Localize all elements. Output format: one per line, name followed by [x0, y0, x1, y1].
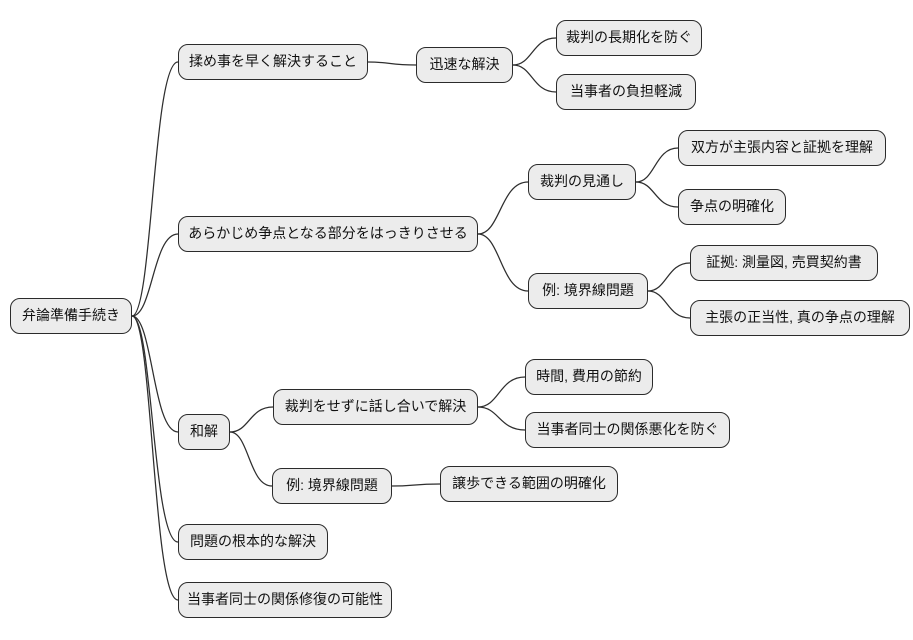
- node-example-boundary-dispute-1: 例: 境界線問題: [528, 273, 648, 309]
- node-possibility-of-repairing-relations: 当事者同士の関係修復の可能性: [178, 582, 392, 618]
- node-both-sides-understand-claims-evidence: 双方が主張内容と証拠を理解: [678, 130, 886, 166]
- edge-trial-outlook--both-sides-understand-claims-evidence: [635, 147, 679, 183]
- node-clarify-issues-in-advance: あらかじめ争点となる部分をはっきりさせる: [178, 216, 478, 252]
- node-clarify-concession-range: 譲歩できる範囲の明確化: [440, 466, 618, 502]
- edge-preparatory-proceedings--possibility-of-repairing-relations: [131, 315, 179, 601]
- node-example-boundary-dispute-2: 例: 境界線問題: [272, 468, 392, 504]
- node-resolve-by-discussion: 裁判をせずに話し合いで解決: [273, 389, 478, 425]
- node-reduce-party-burden: 当事者の負担軽減: [556, 74, 696, 110]
- node-prevent-relationship-deterioration: 当事者同士の関係悪化を防ぐ: [525, 412, 730, 448]
- edge-preparatory-proceedings--clarify-issues-in-advance: [131, 233, 179, 317]
- edge-resolve-disputes-quickly--swift-resolution: [367, 61, 417, 66]
- edge-clarify-issues-in-advance--trial-outlook: [477, 181, 529, 235]
- edge-example-boundary-dispute-1--evidence-survey-map-contract: [647, 262, 691, 292]
- edge-settlement--example-boundary-dispute-2: [229, 431, 273, 487]
- edge-example-boundary-dispute-1--claim-legitimacy-true-issues: [647, 290, 691, 319]
- edge-example-boundary-dispute-2--clarify-concession-range: [391, 483, 441, 487]
- node-issue-clarification: 争点の明確化: [678, 189, 786, 225]
- edge-clarify-issues-in-advance--example-boundary-dispute-1: [477, 233, 529, 292]
- edge-settlement--resolve-by-discussion: [229, 406, 274, 433]
- node-trial-outlook: 裁判の見通し: [528, 164, 636, 200]
- node-prevent-prolonged-trial: 裁判の長期化を防ぐ: [556, 20, 702, 56]
- node-fundamental-resolution: 問題の根本的な解決: [178, 524, 328, 560]
- edge-preparatory-proceedings--fundamental-resolution: [131, 315, 179, 543]
- node-swift-resolution: 迅速な解決: [416, 47, 513, 83]
- edge-swift-resolution--reduce-party-burden: [512, 64, 557, 93]
- node-preparatory-proceedings: 弁論準備手続き: [10, 298, 132, 334]
- edge-preparatory-proceedings--resolve-disputes-quickly: [131, 61, 179, 317]
- edge-resolve-by-discussion--prevent-relationship-deterioration: [477, 406, 526, 431]
- node-evidence-survey-map-contract: 証拠: 測量図, 売買契約書: [690, 245, 878, 281]
- node-save-time-and-cost: 時間, 費用の節約: [525, 359, 653, 395]
- node-settlement: 和解: [178, 414, 230, 450]
- edge-trial-outlook--issue-clarification: [635, 181, 679, 208]
- edge-swift-resolution--prevent-prolonged-trial: [512, 37, 557, 66]
- node-claim-legitimacy-true-issues: 主張の正当性, 真の争点の理解: [690, 300, 910, 336]
- edge-resolve-by-discussion--save-time-and-cost: [477, 376, 526, 408]
- node-resolve-disputes-quickly: 揉め事を早く解決すること: [178, 44, 368, 80]
- edge-preparatory-proceedings--settlement: [131, 315, 179, 433]
